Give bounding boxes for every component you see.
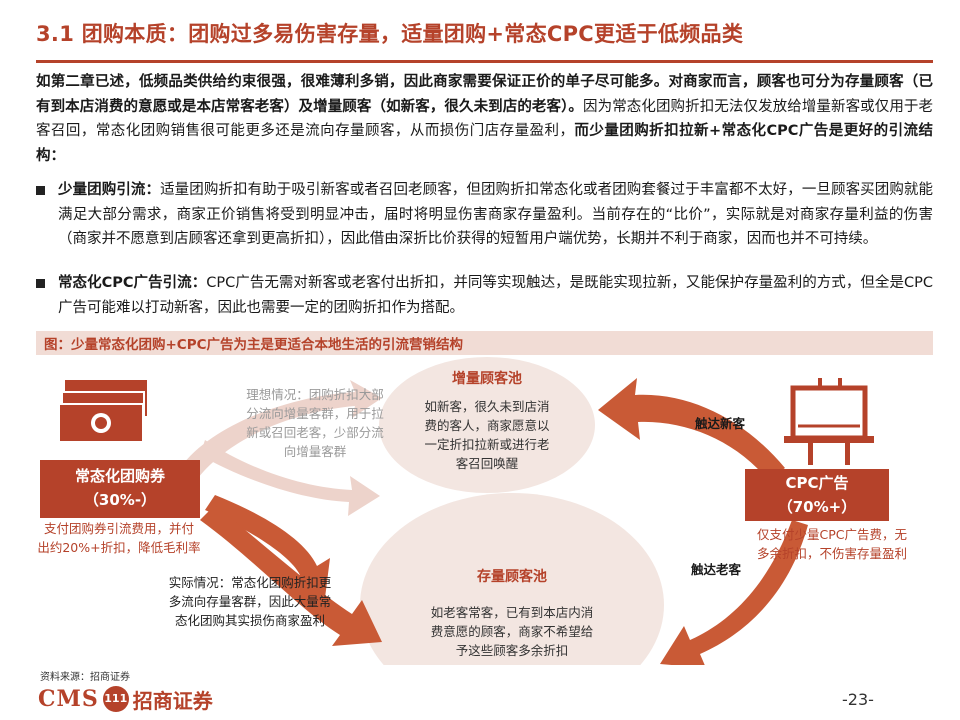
desc-line: 予这些顾客多余折扣 xyxy=(455,643,569,658)
source-note: 资料来源：招商证券 xyxy=(40,672,130,683)
figure-caption-band xyxy=(36,331,933,355)
bullet-item: 少量团购引流：适量团购折扣有助于吸引新客或者召回老顾客，但团购折扣常态化或者团购… xyxy=(36,178,933,252)
actual-line: 实际情况：常态化团购折扣更 xyxy=(168,575,332,590)
desc-line: 如新客，很久未到店消 xyxy=(424,399,550,414)
incremental-pool-title: 增量顾客池 xyxy=(452,371,522,387)
traffic-structure-diagram xyxy=(58,357,874,665)
cpc-ad-box: CPC广告 （70%+） xyxy=(745,469,889,521)
note-line: 出约20%+折扣，降低毛利率 xyxy=(37,540,201,555)
cash-icon xyxy=(58,380,147,443)
ideal-case-text: 理想情况：团购折扣大部 分流向增量客群，用于拉 新或召回老客，少部分流 向增量客… xyxy=(220,385,410,461)
intro-normal-text: 因为常态化团购折扣无法仅发放给增量新客或仅用于老客召回，常态化团购销售很可能更多… xyxy=(36,98,934,140)
cms-logo: CMS 111 招商证券 xyxy=(38,684,213,714)
logo-cms-text: CMS xyxy=(38,686,99,712)
actual-flow-arrow-lower xyxy=(200,505,382,646)
cpc-ad-note: 仅支付少量CPC广告费，无 多余折扣，不伤害存量盈利 xyxy=(727,525,937,563)
actual-flow-arrow xyxy=(205,495,330,598)
ideal-line: 分流向增量客群，用于拉 xyxy=(246,406,384,421)
actual-line: 多流向存量客群，因此大量常 xyxy=(168,594,332,609)
reach-old-arrow xyxy=(660,520,808,665)
intro-bold-text: 如第二章已述，低频品类供给约束很强，很难薄利多销，因此商家需要保证正价的单子尽可… xyxy=(36,74,933,115)
incremental-pool-desc: 如新客，很久未到店消 费的客人，商家愿意以 一定折扣拉新或进行老 客召回唤醒 xyxy=(417,397,557,473)
reach-new-label: 触达新客 xyxy=(694,416,745,431)
actual-line: 态化团购其实损伤商家盈利 xyxy=(174,613,325,628)
existing-pool-desc: 如老客常客，已有到本店内消 费意愿的顾客，商家不希望给 予这些顾客多余折扣 xyxy=(417,603,607,660)
bullet-lead: 常态化CPC广告引流： xyxy=(58,275,207,291)
bullet-square-icon xyxy=(36,186,45,195)
intro-bold-end: 而少量团购折扣拉新+常态化CPC广告是更好的引流结构： xyxy=(36,123,933,164)
desc-line: 如老客常客，已有到本店内消 xyxy=(430,605,594,620)
ideal-line: 向增量客群 xyxy=(283,444,347,459)
group-coupon-box: 常态化团购券 （30%-） xyxy=(40,460,200,518)
reach-new-arrow xyxy=(598,378,785,480)
actual-case-text: 实际情况：常态化团购折扣更 多流向存量客群，因此大量常 态化团购其实损伤商家盈利 xyxy=(140,573,360,630)
billboard-icon xyxy=(784,378,874,465)
ideal-flow-arrow xyxy=(180,380,382,478)
page-number: -23- xyxy=(842,690,874,709)
intro-paragraph: 如第二章已述，低频品类供给约束很强，很难薄利多销，因此商家需要保证正价的单子尽可… xyxy=(36,70,933,168)
group-coupon-share: （30%-） xyxy=(83,491,157,509)
desc-line: 客召回唤醒 xyxy=(455,456,519,471)
page-title: 3.1 团购本质：团购过多易伤害存量，适量团购+常态CPC更适于低频品类 xyxy=(36,22,744,46)
cpc-ad-share: （70%+） xyxy=(777,498,857,516)
group-coupon-note: 支付团购券引流费用，并付 出约20%+折扣，降低毛利率 xyxy=(14,519,224,557)
ideal-line: 理想情况：团购折扣大部 xyxy=(246,387,384,402)
desc-line: 费意愿的顾客，商家不希望给 xyxy=(430,624,594,639)
bullet-item: 常态化CPC广告引流：CPC广告无需对新客或老客付出折扣，并同等实现触达，是既能… xyxy=(36,271,933,320)
ideal-line: 新或召回老客，少部分流 xyxy=(246,425,384,440)
ideal-flow-arrow-lower xyxy=(200,440,380,516)
cpc-ad-label: CPC广告 xyxy=(785,474,849,492)
logo-badge-icon: 111 xyxy=(102,686,129,712)
bullet-square-icon xyxy=(36,279,45,288)
bullet-text: 适量团购折扣有助于吸引新客或者召回老顾客，但团购折扣常态化或者团购套餐过于丰富都… xyxy=(58,182,933,248)
existing-pool-ellipse xyxy=(360,493,664,665)
desc-line: 费的客人，商家愿意以 xyxy=(424,418,550,433)
bullet-text: CPC广告无需对新客或老客付出折扣，并同等实现触达，是既能实现拉新，又能保护存量… xyxy=(58,275,933,316)
logo-name-text: 招商证券 xyxy=(132,688,213,713)
title-underline xyxy=(36,60,933,63)
note-line: 支付团购券引流费用，并付 xyxy=(43,521,194,536)
group-coupon-label: 常态化团购券 xyxy=(74,467,165,485)
existing-pool-title: 存量顾客池 xyxy=(477,569,547,585)
bullet-lead: 少量团购引流： xyxy=(58,182,161,198)
note-line: 仅支付少量CPC广告费，无 xyxy=(757,527,907,542)
reach-old-label: 触达老客 xyxy=(690,562,741,577)
figure-caption: 图：少量常态化团购+CPC广告为主是更适合本地生活的引流营销结构 xyxy=(44,337,464,353)
desc-line: 一定折扣拉新或进行老 xyxy=(424,437,550,452)
note-line: 多余折扣，不伤害存量盈利 xyxy=(756,546,907,561)
incremental-pool-ellipse xyxy=(379,357,595,493)
